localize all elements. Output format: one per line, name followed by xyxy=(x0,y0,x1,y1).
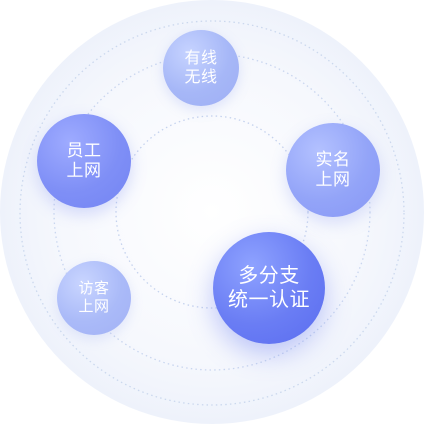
middle-ring xyxy=(53,53,371,371)
node-staff-access: 员工 上网 xyxy=(37,114,131,208)
node-wired-wireless: 有线 无线 xyxy=(163,30,239,106)
node-guest-access: 访客 上网 xyxy=(57,261,131,335)
node-multi-branch-auth-label: 多分支 统一认证 xyxy=(228,263,310,311)
node-staff-access-label: 员工 上网 xyxy=(66,140,102,181)
node-multi-branch-auth: 多分支 统一认证 xyxy=(213,232,325,344)
node-realname-access: 实名 上网 xyxy=(286,123,380,217)
outer-ring xyxy=(19,20,405,406)
node-wired-wireless-label: 有线 无线 xyxy=(184,48,218,86)
node-guest-access-label: 访客 上网 xyxy=(78,279,110,315)
inner-ring xyxy=(115,115,309,309)
node-realname-access-label: 实名 上网 xyxy=(315,149,351,190)
